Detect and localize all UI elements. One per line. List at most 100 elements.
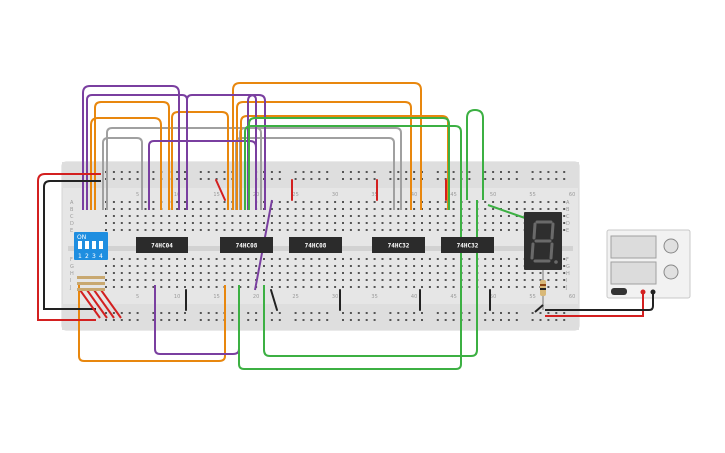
breadboard-hole bbox=[444, 279, 447, 281]
breadboard-hole bbox=[468, 201, 471, 203]
breadboard-hole bbox=[294, 222, 297, 224]
rail-hole bbox=[539, 319, 542, 321]
rail-jumpers bbox=[185, 179, 491, 311]
breadboard-hole bbox=[128, 222, 131, 224]
breadboard-hole bbox=[349, 258, 352, 260]
breadboard-hole bbox=[294, 215, 297, 217]
breadboard-hole bbox=[342, 229, 344, 231]
rail-hole bbox=[349, 319, 352, 321]
rail-hole bbox=[373, 312, 376, 314]
breadboard-hole bbox=[531, 279, 534, 281]
breadboard-hole bbox=[444, 208, 447, 210]
breadboard-hole bbox=[199, 279, 202, 281]
breadboard-hole bbox=[405, 222, 408, 224]
dip-position-2: 2 bbox=[85, 253, 89, 260]
breadboard-hole bbox=[381, 279, 384, 281]
breadboard-hole bbox=[136, 265, 139, 267]
rail-hole bbox=[515, 178, 518, 180]
breadboard-hole bbox=[215, 286, 218, 288]
breadboard-hole bbox=[223, 222, 226, 224]
breadboard-hole bbox=[136, 272, 139, 274]
breadboard-hole bbox=[349, 201, 352, 203]
breadboard-hole bbox=[365, 201, 368, 203]
breadboard-hole bbox=[160, 265, 163, 267]
breadboard-hole bbox=[421, 215, 423, 217]
breadboard-hole bbox=[342, 279, 344, 281]
breadboard-hole bbox=[342, 286, 344, 288]
chip-74hc08-a[interactable]: 74HC08 bbox=[220, 237, 273, 253]
column-number: 60 bbox=[569, 294, 575, 300]
rail-hole bbox=[326, 178, 329, 180]
breadboard-hole bbox=[381, 208, 384, 210]
breadboard-hole bbox=[428, 258, 431, 260]
rail-hole bbox=[199, 319, 202, 321]
breadboard-hole bbox=[357, 222, 360, 224]
breadboard-hole bbox=[199, 222, 202, 224]
breadboard-hole bbox=[176, 215, 179, 217]
chip-74hc08-b[interactable]: 74HC08 bbox=[289, 237, 342, 253]
breadboard-hole bbox=[357, 201, 360, 203]
breadboard-hole bbox=[389, 222, 392, 224]
breadboard-hole bbox=[428, 286, 431, 288]
dip-toggles[interactable] bbox=[78, 241, 103, 249]
breadboard-hole bbox=[105, 215, 107, 217]
breadboard-hole bbox=[184, 286, 186, 288]
rail-hole bbox=[484, 312, 487, 314]
rail-hole bbox=[547, 319, 550, 321]
breadboard-hole bbox=[318, 222, 321, 224]
breadboard-hole bbox=[326, 229, 329, 231]
chip-74hc04[interactable]: 74HC04 bbox=[136, 237, 188, 253]
breadboard-hole bbox=[191, 258, 194, 260]
seven-segment-display[interactable]: 8. bbox=[524, 212, 562, 270]
column-number: 10 bbox=[174, 294, 180, 300]
rail-hole bbox=[270, 171, 273, 173]
dip-switch[interactable]: ON 1 2 3 4 bbox=[74, 232, 108, 260]
breadboard-hole bbox=[215, 272, 218, 274]
rail-hole bbox=[342, 319, 344, 321]
breadboard-hole bbox=[492, 265, 495, 267]
breadboard-hole bbox=[223, 201, 226, 203]
breadboard-hole bbox=[484, 229, 487, 231]
rail-hole bbox=[255, 319, 258, 321]
rail-hole bbox=[302, 312, 305, 314]
breadboard-hole bbox=[365, 265, 368, 267]
breadboard-hole bbox=[349, 229, 352, 231]
breadboard-hole bbox=[500, 279, 502, 281]
breadboard-hole bbox=[176, 286, 179, 288]
breadboard-hole bbox=[405, 229, 408, 231]
chip-74hc32-a[interactable]: 74HC32 bbox=[372, 237, 425, 253]
breadboard-hole bbox=[349, 265, 352, 267]
breadboard-hole bbox=[318, 279, 321, 281]
breadboard-hole bbox=[231, 258, 234, 260]
breadboard-hole bbox=[136, 229, 139, 231]
green-wires bbox=[238, 108, 526, 370]
breadboard-hole bbox=[128, 208, 131, 210]
breadboard-hole bbox=[294, 272, 297, 274]
power-supply[interactable] bbox=[606, 229, 691, 299]
breadboard-hole bbox=[334, 222, 337, 224]
breadboard-hole bbox=[515, 229, 518, 231]
breadboard-hole bbox=[444, 215, 447, 217]
breadboard-hole bbox=[286, 258, 289, 260]
breadboard-hole bbox=[539, 208, 542, 210]
breadboard-hole bbox=[373, 279, 376, 281]
breadboard-hole bbox=[389, 272, 392, 274]
rail-hole bbox=[176, 178, 179, 180]
breadboard-hole bbox=[547, 272, 550, 274]
breadboard-hole bbox=[342, 272, 344, 274]
breadboard-hole bbox=[231, 286, 234, 288]
breadboard-hole bbox=[136, 286, 139, 288]
breadboard-hole bbox=[342, 201, 344, 203]
breadboard-hole bbox=[112, 258, 115, 260]
breadboard-hole bbox=[405, 279, 408, 281]
breadboard-hole bbox=[397, 272, 400, 274]
power-switch[interactable] bbox=[611, 288, 627, 295]
rail-hole bbox=[539, 171, 542, 173]
rail-hole bbox=[270, 312, 273, 314]
breadboard-hole bbox=[278, 215, 281, 217]
rail-hole bbox=[436, 171, 439, 173]
breadboard-hole bbox=[547, 286, 550, 288]
breadboard-hole bbox=[484, 279, 487, 281]
chip-74hc32-b[interactable]: 74HC32 bbox=[441, 237, 494, 253]
column-number: 60 bbox=[569, 192, 575, 198]
